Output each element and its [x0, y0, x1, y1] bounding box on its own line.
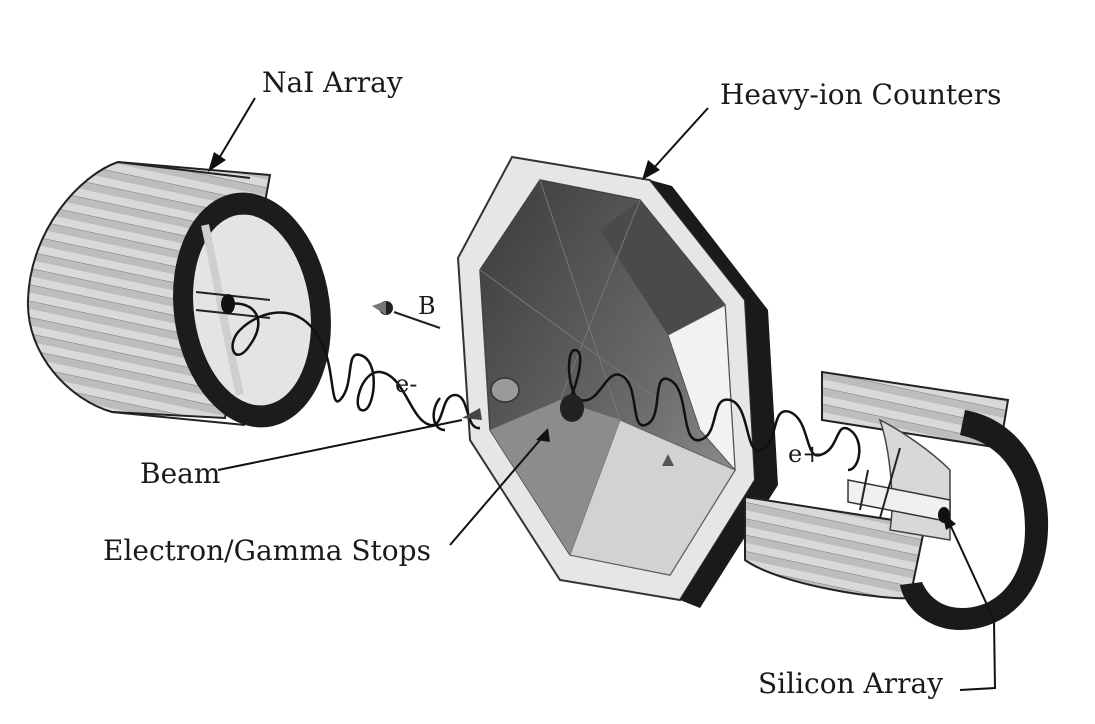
- heavy-ion-arrow-icon: [642, 160, 660, 180]
- label-silicon-array: Silicon Array: [758, 667, 943, 700]
- beam-arrow-icon: [462, 408, 482, 420]
- silicon-array-cylinder: [744, 370, 1049, 630]
- b-field-indicator: [372, 301, 441, 329]
- arrowheads: [208, 152, 956, 530]
- label-electron: e-: [395, 370, 417, 398]
- label-heavy-ion-counters: Heavy-ion Counters: [720, 78, 1001, 111]
- nai-arrow-icon: [208, 152, 226, 172]
- label-beam: Beam: [140, 457, 220, 490]
- electron-trajectory: [227, 302, 481, 432]
- stop-marker-small: [662, 454, 674, 466]
- stop-arrow-icon: [536, 428, 550, 442]
- target-dot: [560, 394, 584, 422]
- label-positron: e+: [788, 440, 822, 468]
- label-electron-gamma-stops: Electron/Gamma Stops: [103, 534, 431, 567]
- leader-lines: [217, 97, 997, 691]
- label-b-field: B: [418, 292, 436, 320]
- label-nai-array: NaI Array: [262, 66, 403, 99]
- target-assembly: [462, 377, 584, 442]
- nai-array-cylinder: [26, 160, 331, 428]
- silicon-arrow-icon: [942, 512, 956, 530]
